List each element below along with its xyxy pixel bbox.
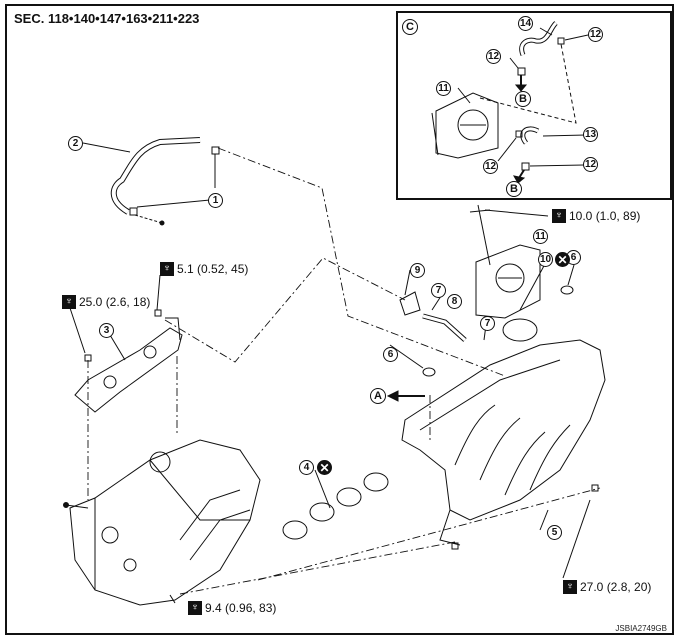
callout-11: 11 (533, 229, 548, 244)
diagram-frame (5, 4, 674, 635)
callout-6: 6 (383, 347, 398, 362)
torque-wrench-icon: ♆ (563, 580, 577, 594)
torque-wrench-icon: ♆ (160, 262, 174, 276)
throttle-body-part (475, 244, 541, 319)
callout-11: 11 (436, 81, 451, 96)
callout-8: 8 (447, 294, 462, 309)
callout-7: 7 (480, 316, 495, 331)
torque-value: 9.4 (0.96, 83) (205, 601, 277, 615)
callout-12: 12 (483, 159, 498, 174)
torque-value: 10.0 (1.0, 89) (569, 209, 641, 223)
callout-3: 3 (99, 323, 114, 338)
callout-12: 12 (486, 49, 501, 64)
view-label-a: A (370, 388, 386, 404)
callout-12: 12 (588, 27, 603, 42)
torque-wrench-icon: ♆ (552, 209, 566, 223)
view-label-b: B (506, 181, 522, 197)
torque-wrench-icon: ♆ (188, 601, 202, 615)
torque-value: 27.0 (2.8, 20) (580, 580, 652, 594)
callout-13: 13 (583, 127, 598, 142)
detail-inset-c: C 14 12 12 B 11 13 12 12 B (396, 11, 672, 200)
torque-value: 5.1 (0.52, 45) (177, 262, 249, 276)
assembly-lines (87, 109, 601, 595)
torque-wrench-icon: ♆ (62, 295, 76, 309)
callout-5: 5 (547, 525, 562, 540)
callout-2: 2 (68, 136, 83, 151)
callout-1: 1 (208, 193, 223, 208)
callout-14: 14 (518, 16, 533, 31)
torque-spec: ♆ 9.4 (0.96, 83) (188, 601, 276, 615)
cylinder-head-part (69, 439, 261, 606)
intake-manifold-part (401, 339, 606, 521)
throttle-body-detail-drawing (431, 21, 589, 184)
bracket-part (74, 327, 183, 413)
callout-9: 9 (410, 263, 425, 278)
callout-4: 4 (299, 460, 314, 475)
torque-spec: ♆ 27.0 (2.8, 20) (563, 580, 651, 594)
figure-code: JSBIA2749GB (615, 624, 667, 633)
replace-icon: ✕ (317, 460, 332, 475)
callout-7: 7 (431, 283, 446, 298)
callout-10: 10 (538, 252, 553, 267)
view-label-b: B (515, 91, 531, 107)
torque-spec: ♆ 25.0 (2.6, 18) (62, 295, 150, 309)
torque-value: 25.0 (2.6, 18) (79, 295, 151, 309)
view-label-c: C (402, 19, 418, 35)
section-title: SEC. 118•140•147•163•211•223 (14, 11, 200, 26)
torque-spec: ♆ 10.0 (1.0, 89) (552, 209, 640, 223)
callout-12: 12 (583, 157, 598, 172)
replace-icon: ✕ (555, 252, 570, 267)
torque-spec: ♆ 5.1 (0.52, 45) (160, 262, 248, 276)
